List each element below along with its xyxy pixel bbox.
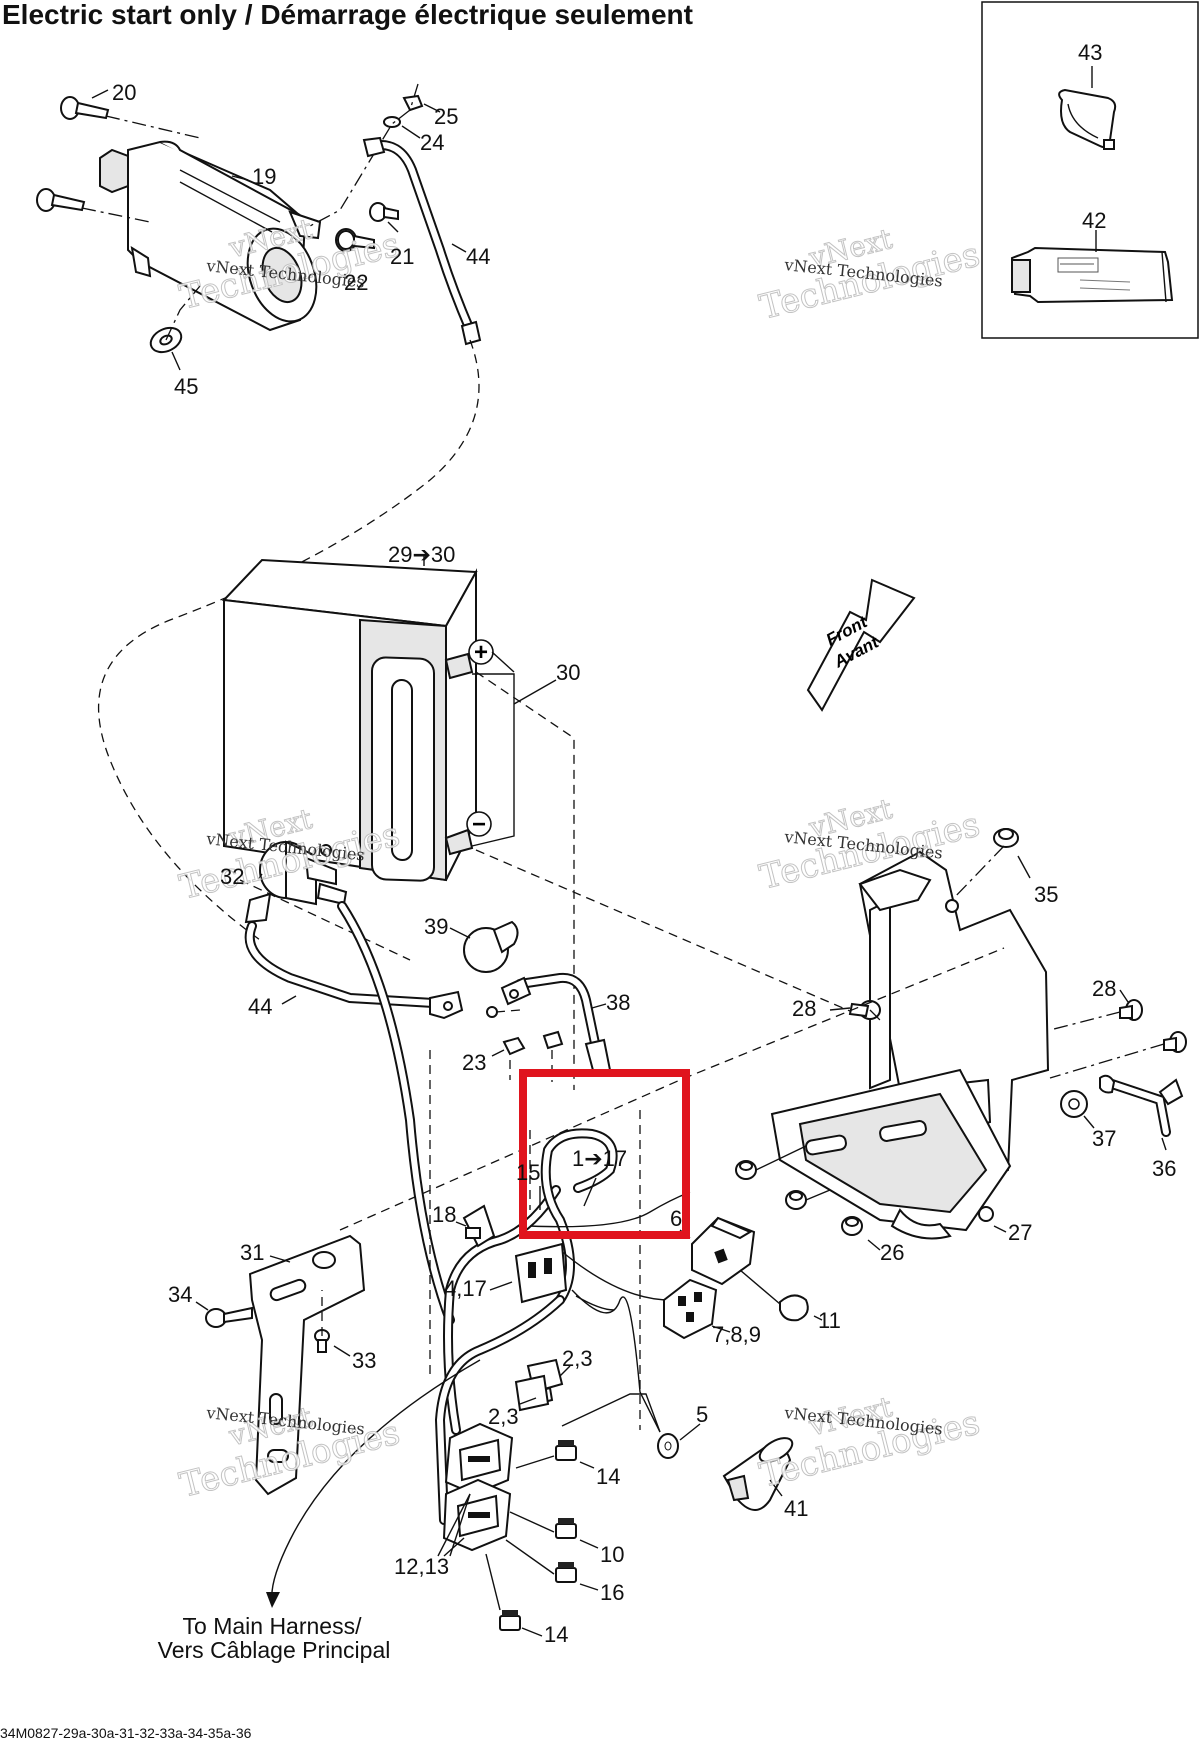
nut-part-23-left: [502, 1036, 526, 1056]
callout-25: 25: [434, 104, 458, 129]
clamp-part-43: [1058, 88, 1117, 150]
starter-solenoid-part-32: [244, 840, 348, 924]
callout-10: 10: [600, 1542, 624, 1567]
callout-19: 19: [252, 164, 276, 189]
callout-2-3-lower: 2,3: [488, 1404, 519, 1429]
document-code: 34M0827-29a-30a-31-32-33a-34-35a-36: [0, 1725, 252, 1741]
callout-29-30: 29➔30: [388, 542, 455, 567]
washer-part-21: [337, 230, 355, 250]
clip-part-18: [462, 1204, 496, 1248]
callout-28-right: 28: [1092, 976, 1116, 1001]
callout-39: 39: [424, 914, 448, 939]
battery-tray-part-27: [770, 850, 1050, 1240]
callout-22: 22: [344, 270, 368, 295]
relay-part-6: [691, 1216, 756, 1286]
ring-terminal-part-5: [561, 1393, 679, 1459]
callout-7-8-9: 7,8,9: [712, 1322, 761, 1347]
callout-14-upper: 14: [596, 1464, 620, 1489]
callout-1-17: 1➔17: [572, 1146, 627, 1171]
callout-14-lower: 14: [544, 1622, 568, 1647]
fuse-part-16: [555, 1562, 577, 1583]
cable-part-38: [500, 972, 612, 1076]
callout-32: 32: [220, 864, 244, 889]
callout-5: 5: [696, 1402, 708, 1427]
callout-34: 34: [168, 1282, 192, 1307]
negative-terminal: −: [466, 811, 492, 838]
grommet-part-26-c: [841, 1216, 863, 1236]
bolt-part-28-right-lower: [1163, 1031, 1187, 1053]
cable-part-44-upper: [362, 136, 482, 346]
callout-38: 38: [606, 990, 630, 1015]
front-arrow: Front Avant: [806, 578, 916, 712]
callout-15: 15: [516, 1160, 540, 1185]
battery-part-29: [221, 558, 478, 882]
highlight-box: [519, 1069, 690, 1239]
callout-44-lower: 44: [248, 994, 272, 1019]
callout-23: 23: [462, 1050, 486, 1075]
callout-2-3-upper: 2,3: [562, 1346, 593, 1371]
callout-35: 35: [1034, 882, 1058, 907]
fuse-part-10: [555, 1518, 577, 1539]
callout-42: 42: [1082, 208, 1106, 233]
callout-11: 11: [818, 1308, 841, 1333]
callout-20: 20: [112, 80, 136, 105]
wiring-harness: [337, 901, 691, 1525]
washer-part-24: [383, 116, 401, 128]
grommet-part-26-b: [785, 1190, 807, 1210]
positive-terminal: +: [468, 639, 515, 673]
clip-part-11: [779, 1294, 809, 1322]
grommet-part-26-a: [735, 1160, 757, 1180]
cable-part-44-lower: [244, 921, 464, 1020]
connector-part-2-3-lower: [514, 1374, 550, 1412]
watermark-bottom-right: vNext Technologies: [755, 1390, 984, 1497]
callout-44-upper: 44: [466, 244, 490, 269]
callout-24: 24: [420, 130, 444, 155]
positive-terminal-sign: +: [474, 639, 488, 666]
callout-45: 45: [174, 374, 198, 399]
grommet-part-35: [993, 828, 1019, 848]
starter-motor-part-19: [99, 140, 322, 332]
bolt-part-20-lower: [36, 188, 86, 212]
callout-16: 16: [600, 1580, 624, 1605]
bolt-part-20-upper: [60, 96, 110, 120]
harness-note-line2: Vers Câblage Principal: [158, 1637, 391, 1663]
star-washer-part-37: [1060, 1090, 1088, 1118]
page-title: Electric start only / Démarrage électriq…: [2, 0, 693, 30]
callout-6: 6: [670, 1206, 682, 1231]
callout-36: 36: [1152, 1156, 1176, 1181]
nut-part-25: [402, 94, 424, 112]
callout-30: 30: [556, 660, 580, 685]
terminal-boot-part-39: [463, 920, 519, 973]
bolt-part-28-right-upper: [1119, 999, 1143, 1021]
callout-41: 41: [784, 1496, 808, 1521]
callout-12-13: 12,13: [394, 1554, 449, 1579]
connector-part-4-17: [514, 1242, 568, 1304]
callout-4-17: 4,17: [444, 1276, 487, 1301]
callout-43: 43: [1078, 40, 1102, 65]
callout-31: 31: [240, 1240, 264, 1265]
grease-tube-part-42: [1010, 246, 1174, 304]
callout-26: 26: [880, 1240, 904, 1265]
bracket-part-31: [248, 1234, 366, 1496]
fuse-part-14-upper: [555, 1440, 577, 1461]
callout-18: 18: [432, 1202, 456, 1227]
negative-terminal-sign: −: [472, 811, 486, 838]
harness-note-line1: To Main Harness/: [183, 1613, 363, 1639]
elbow-boot-part-41: [722, 1437, 794, 1511]
callout-27: 27: [1008, 1220, 1032, 1245]
nut-part-23-right: [542, 1030, 564, 1050]
callout-28-left: 28: [792, 996, 816, 1021]
callout-21: 21: [390, 244, 414, 269]
callout-33: 33: [352, 1348, 376, 1373]
bolt-part-34: [205, 1306, 253, 1328]
fuse-block-part-12-13: [442, 1422, 514, 1552]
fuse-part-14-lower: [499, 1610, 521, 1631]
callout-37: 37: [1092, 1126, 1116, 1151]
connector-part-7-8-9: [663, 1278, 718, 1340]
ground-cable-part-36: [1099, 1074, 1184, 1137]
